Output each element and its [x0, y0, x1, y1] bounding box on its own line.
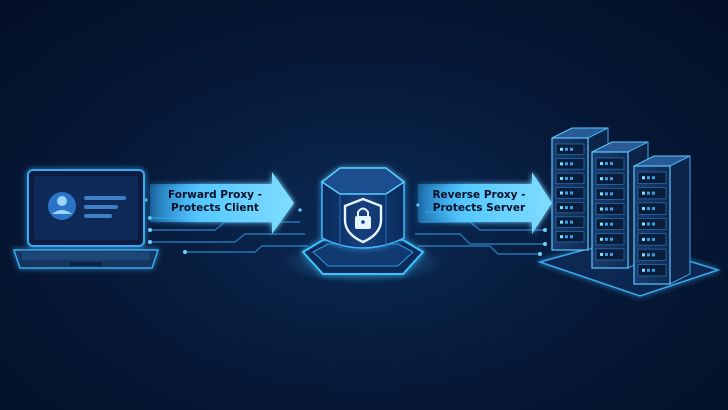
rack-side — [669, 155, 691, 285]
forward-proxy-label-line1: Forward Proxy - — [168, 189, 262, 201]
rack-led — [652, 268, 655, 272]
forward-proxy-label: Forward Proxy - Protects Client — [160, 189, 270, 215]
rack-led — [560, 235, 563, 239]
rack-led — [560, 176, 563, 180]
rack-led — [565, 176, 568, 180]
rack-led — [565, 220, 568, 224]
rack-led — [652, 191, 655, 195]
rack-led — [610, 162, 613, 166]
shield-lock-icon — [343, 197, 383, 244]
rack-led — [600, 222, 603, 226]
rack-led — [642, 222, 645, 226]
rack-led — [605, 207, 608, 211]
rack-led — [652, 253, 655, 257]
rack-led — [647, 222, 650, 226]
rack-led — [647, 268, 650, 272]
rack-led — [605, 222, 608, 226]
rack-led — [652, 207, 655, 211]
rack-led — [610, 222, 613, 226]
rack-led — [570, 235, 573, 239]
rack-led — [605, 177, 608, 181]
rack-led — [642, 268, 645, 272]
rack-led — [560, 162, 563, 166]
rack-led — [600, 237, 603, 241]
rack-led — [600, 177, 603, 181]
rack-led — [570, 191, 573, 195]
reverse-proxy-label: Reverse Proxy - Protects Server — [423, 189, 535, 215]
rack-led — [605, 252, 608, 256]
proxy-server — [320, 167, 406, 249]
rack-led — [610, 237, 613, 241]
rack-led — [652, 176, 655, 180]
rack-led — [652, 222, 655, 226]
reverse-proxy-label-line2: Protects Server — [432, 202, 526, 214]
rack-led — [570, 220, 573, 224]
rack-led — [565, 206, 568, 210]
forward-proxy-arrow — [150, 172, 294, 234]
reverse-proxy-arrow — [418, 172, 552, 234]
rack-led — [610, 252, 613, 256]
rack-led — [560, 147, 563, 151]
user-avatar-icon — [48, 192, 76, 220]
rack-led — [642, 237, 645, 241]
rack-led — [600, 207, 603, 211]
rack-led — [652, 237, 655, 241]
rack-led — [605, 192, 608, 196]
rack-led — [560, 191, 563, 195]
rack-led — [647, 176, 650, 180]
rack-led — [560, 206, 563, 210]
proxy-platform — [283, 239, 443, 284]
rack-led — [570, 147, 573, 151]
rack-led — [610, 192, 613, 196]
rack-led — [610, 177, 613, 181]
rack-led — [605, 237, 608, 241]
rack-led — [610, 207, 613, 211]
server-rack-icon — [551, 127, 691, 285]
rack-led — [642, 191, 645, 195]
rack-led — [647, 207, 650, 211]
rack-led — [560, 220, 563, 224]
rack-led — [570, 162, 573, 166]
rack-led — [642, 253, 645, 257]
laptop-icon — [12, 169, 160, 269]
screen-text-lines — [84, 196, 126, 218]
rack-led — [565, 147, 568, 151]
rack-led — [570, 176, 573, 180]
rack-led — [647, 191, 650, 195]
rack-led — [565, 191, 568, 195]
rack-led — [600, 162, 603, 166]
reverse-proxy-label-line1: Reverse Proxy - — [432, 189, 526, 201]
rack-led — [600, 192, 603, 196]
rack-led — [565, 162, 568, 166]
rack-led — [570, 206, 573, 210]
forward-proxy-label-line2: Protects Client — [171, 202, 259, 214]
rack-led — [647, 253, 650, 257]
rack-led — [565, 235, 568, 239]
rack-led — [642, 176, 645, 180]
rack-led — [642, 207, 645, 211]
rack-led — [647, 237, 650, 241]
rack-led — [605, 162, 608, 166]
rack-led — [600, 252, 603, 256]
